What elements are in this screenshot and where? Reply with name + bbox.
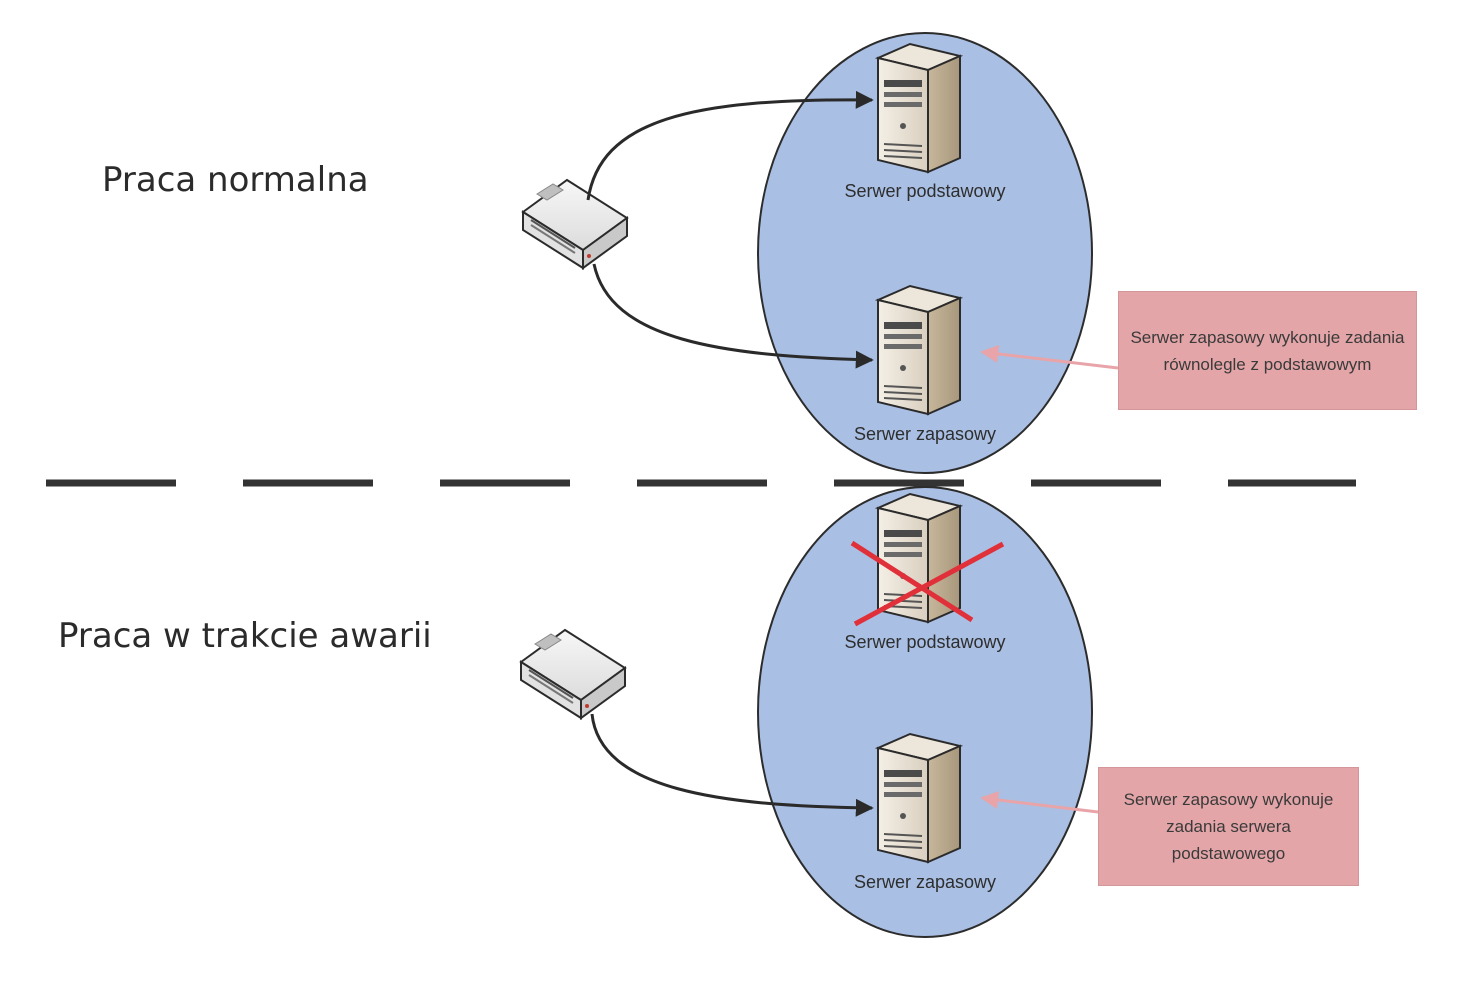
failure-cluster xyxy=(757,486,1093,938)
failed-primary-server-label: Serwer podstawowy xyxy=(844,632,1005,652)
normal-cluster xyxy=(757,32,1093,474)
failure-section-title: Praca w trakcie awarii xyxy=(58,616,432,656)
connector-to-active-backup xyxy=(590,713,874,817)
normal-section-title: Praca normalna xyxy=(102,160,369,200)
normal-section: Serwer podstawowy Serwer zapasowy xyxy=(522,32,1119,474)
active-backup-server-label: Serwer zapasowy xyxy=(854,872,996,892)
connector-to-backup xyxy=(592,263,874,369)
active-backup-server-icon xyxy=(877,733,961,863)
failure-note-box: Serwer zapasowy wykonuje zadania serwera… xyxy=(1098,767,1359,886)
failure-section: Serwer podstawowy Serwer zapasowy xyxy=(520,486,1099,938)
primary-server-label: Serwer podstawowy xyxy=(844,181,1005,201)
backup-server-icon xyxy=(877,285,961,415)
note-arrow-normal xyxy=(980,344,1119,370)
router-icon xyxy=(522,179,628,269)
red-cross-icon xyxy=(850,540,1005,627)
normal-note-box: Serwer zapasowy wykonuje zadania równole… xyxy=(1118,291,1417,410)
primary-server-icon xyxy=(877,43,961,173)
connector-to-primary xyxy=(586,90,874,201)
note-arrow-failure xyxy=(980,791,1099,814)
failure-router-icon xyxy=(520,629,626,719)
backup-server-label: Serwer zapasowy xyxy=(854,424,996,444)
